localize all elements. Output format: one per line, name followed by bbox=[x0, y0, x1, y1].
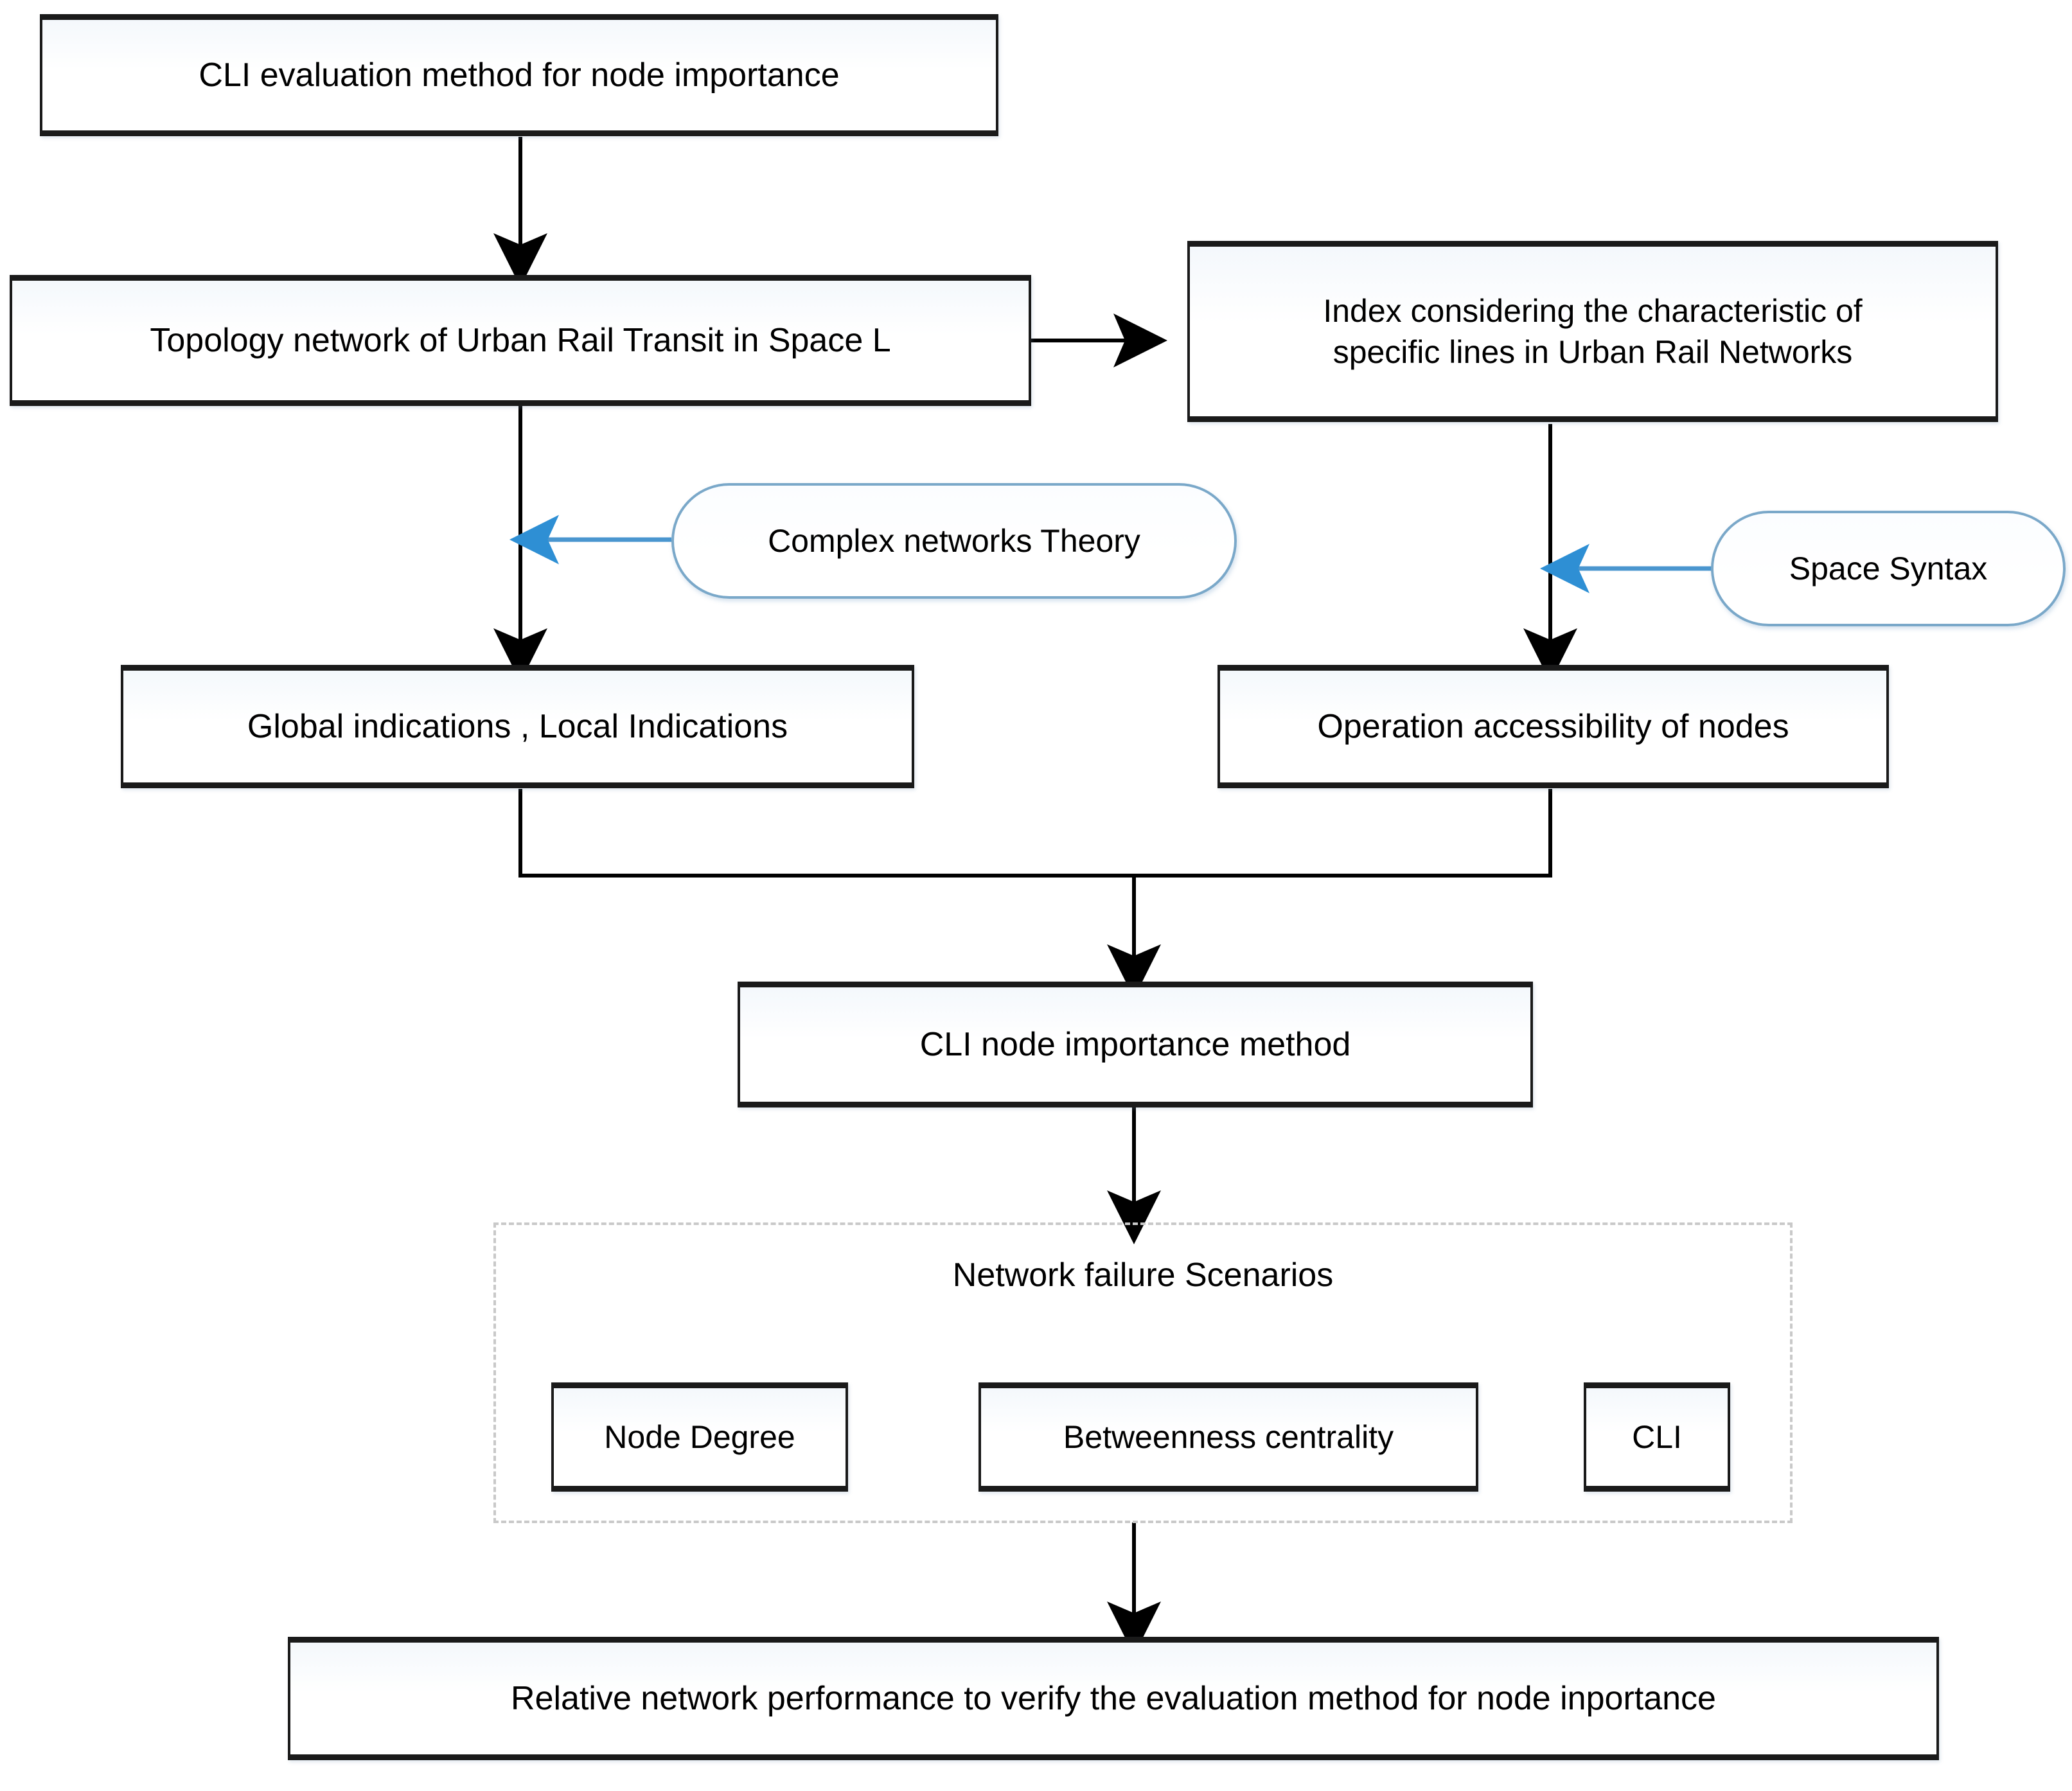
node-space-syntax-label: Space Syntax bbox=[1789, 551, 1988, 587]
node-index-line1: Index considering the characteristic of bbox=[1323, 293, 1863, 329]
node-cli-label: CLI bbox=[1632, 1419, 1682, 1455]
group-network-failure-scenarios-title: Network failure Scenarios bbox=[952, 1257, 1334, 1294]
node-node-degree[interactable]: Node Degree bbox=[551, 1382, 848, 1492]
node-operation-accessibility[interactable]: Operation accessibility of nodes bbox=[1218, 665, 1889, 788]
node-betweenness-centrality[interactable]: Betweenness centrality bbox=[978, 1382, 1478, 1492]
node-cli-evaluation-method[interactable]: CLI evaluation method for node importanc… bbox=[40, 14, 998, 136]
node-complex-networks-theory-label: Complex networks Theory bbox=[768, 523, 1140, 559]
node-node-degree-label: Node Degree bbox=[604, 1419, 795, 1455]
node-relative-network-performance[interactable]: Relative network performance to verify t… bbox=[288, 1637, 1939, 1760]
node-betweenness-centrality-label: Betweenness centrality bbox=[1063, 1419, 1394, 1455]
group-network-failure-scenarios bbox=[493, 1222, 1793, 1523]
node-global-local-indications[interactable]: Global indications , Local Indications bbox=[121, 665, 914, 788]
node-space-syntax[interactable]: Space Syntax bbox=[1711, 511, 2066, 626]
node-complex-networks-theory[interactable]: Complex networks Theory bbox=[671, 483, 1237, 599]
node-cli-node-importance-method[interactable]: CLI node importance method bbox=[738, 982, 1533, 1107]
node-index-line2: specific lines in Urban Rail Networks bbox=[1333, 334, 1853, 370]
node-index-characteristic-label: Index considering the characteristic of … bbox=[1199, 290, 1987, 373]
node-cli[interactable]: CLI bbox=[1584, 1382, 1730, 1492]
node-topology-network-label: Topology network of Urban Rail Transit i… bbox=[150, 321, 891, 359]
node-cli-evaluation-method-label: CLI evaluation method for node importanc… bbox=[199, 56, 840, 94]
node-cli-node-importance-method-label: CLI node importance method bbox=[919, 1025, 1351, 1063]
node-index-characteristic[interactable]: Index considering the characteristic of … bbox=[1187, 241, 1998, 422]
node-relative-network-performance-label: Relative network performance to verify t… bbox=[511, 1679, 1716, 1717]
edge-merge-to-cli-method bbox=[518, 789, 1552, 878]
node-operation-accessibility-label: Operation accessibility of nodes bbox=[1317, 707, 1789, 745]
node-topology-network[interactable]: Topology network of Urban Rail Transit i… bbox=[10, 275, 1031, 406]
node-global-local-indications-label: Global indications , Local Indications bbox=[247, 707, 788, 745]
